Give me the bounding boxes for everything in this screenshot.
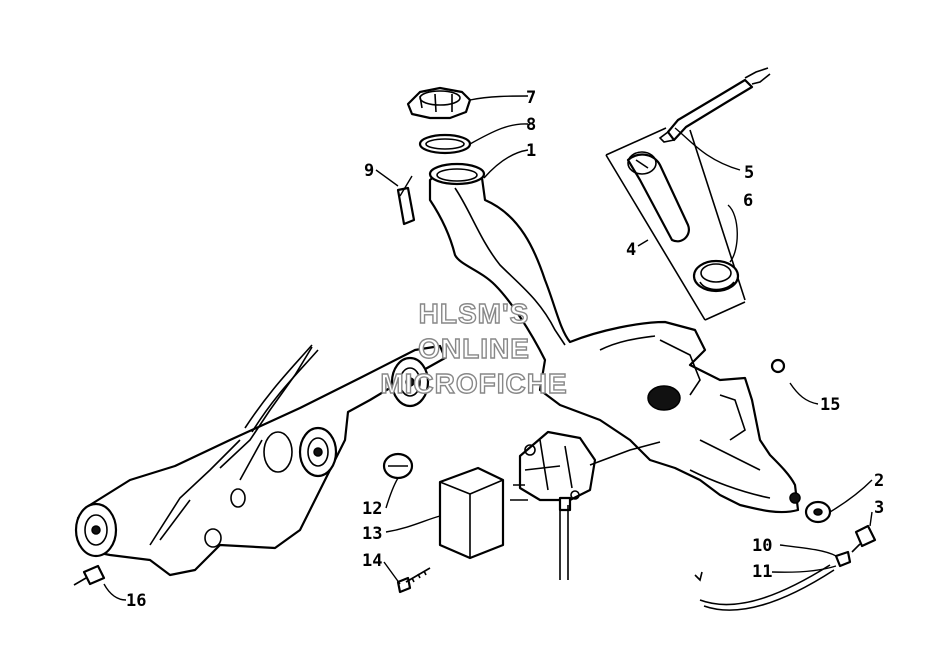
callout-8: 8 <box>526 115 536 135</box>
callout-13: 13 <box>362 524 382 544</box>
nut-15 <box>770 358 786 374</box>
callout-10: 10 <box>752 536 772 556</box>
screw <box>396 567 431 594</box>
fuel-tank <box>428 162 801 514</box>
clip-10 <box>834 550 852 568</box>
callout-3: 3 <box>874 498 884 518</box>
callout-16: 16 <box>126 591 146 611</box>
callout-4: 4 <box>626 240 636 260</box>
fuel-filter <box>438 466 505 560</box>
callout-1: 1 <box>526 141 536 161</box>
clip-16 <box>73 564 106 586</box>
watermark-line-2: ONLINE <box>418 333 530 364</box>
watermark: HLSM'S ONLINE MICROFICHE <box>380 297 568 399</box>
sprocket-left <box>74 502 118 558</box>
fitting-3 <box>851 524 877 553</box>
callout-12: 12 <box>362 499 382 519</box>
strap <box>396 186 416 226</box>
fuel-pump <box>510 430 661 580</box>
callout-14: 14 <box>362 551 382 571</box>
watermark-line-1: HLSM'S <box>419 298 530 329</box>
sprocket-right <box>390 356 430 408</box>
clamp <box>382 452 414 480</box>
fuel-cap <box>406 86 472 120</box>
callout-6: 6 <box>743 191 753 211</box>
callout-15: 15 <box>820 395 840 415</box>
grommet-2 <box>804 500 832 524</box>
callout-9: 9 <box>364 161 374 181</box>
callout-2: 2 <box>874 471 884 491</box>
watermark-line-3: MICROFICHE <box>380 368 567 399</box>
sprocket-center <box>298 426 338 478</box>
callout-11: 11 <box>752 562 772 582</box>
vent-line-11 <box>694 564 835 611</box>
callout-7: 7 <box>526 88 536 108</box>
callout-5: 5 <box>744 163 754 183</box>
leader-lines <box>103 95 873 601</box>
fuel-gauge-assembly <box>605 127 746 321</box>
cap-gasket <box>418 133 472 155</box>
recoil-frame <box>74 344 447 577</box>
fuel-hose <box>658 67 771 143</box>
callout-labels: 1 2 3 4 5 6 7 8 9 10 11 12 13 14 15 16 <box>126 88 884 611</box>
